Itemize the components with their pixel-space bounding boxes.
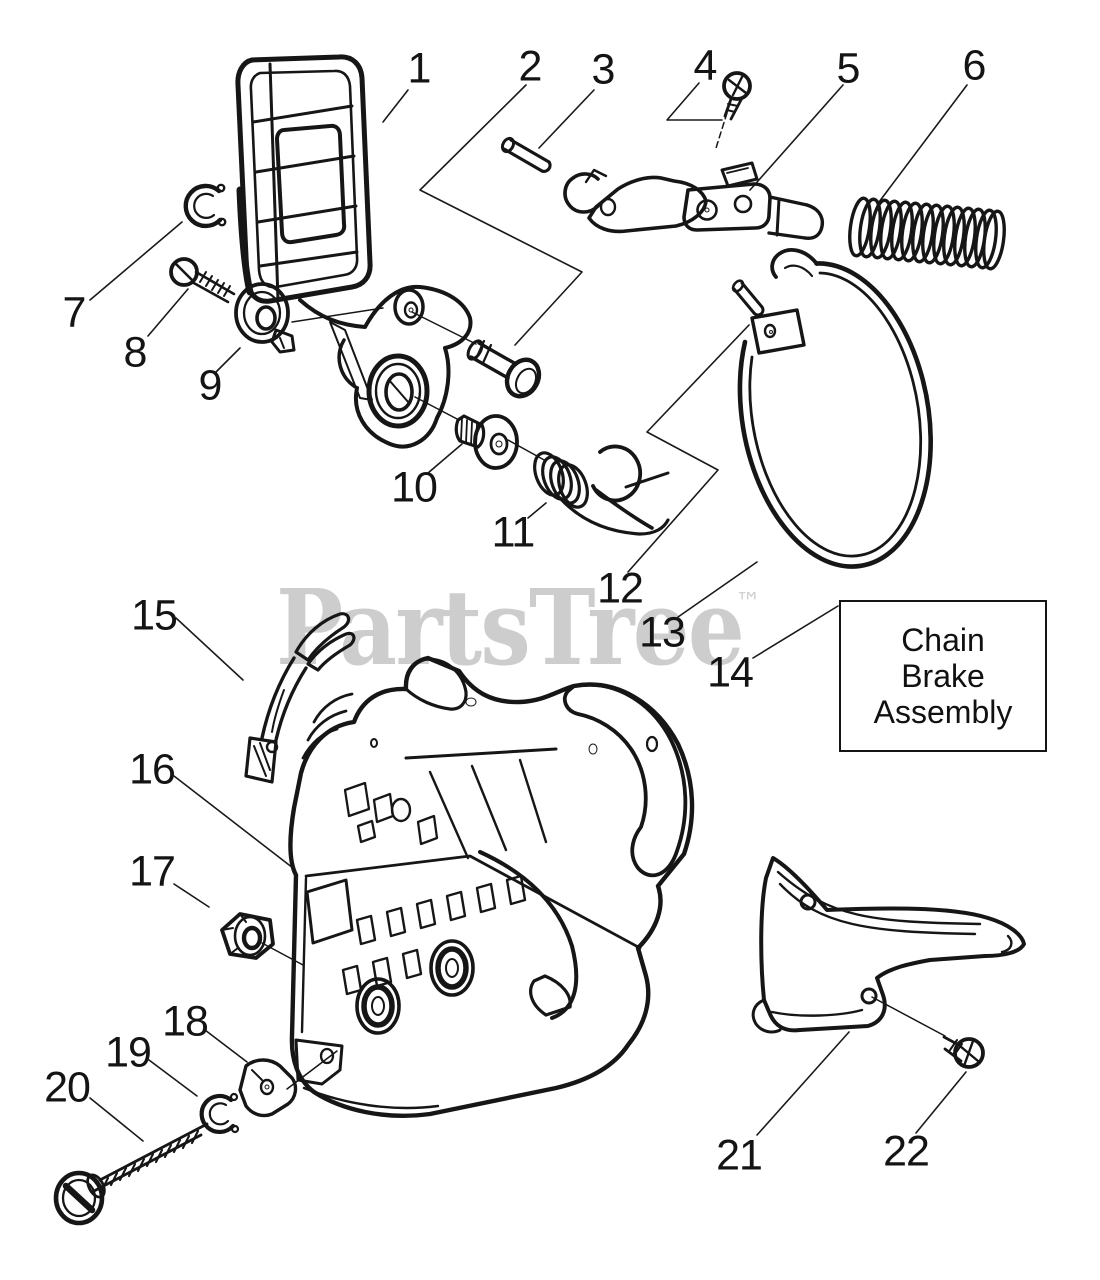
- screw-part-8: [169, 257, 236, 304]
- bar-nut-part-17: [220, 912, 275, 960]
- callout-1: 1: [407, 44, 432, 93]
- callout-13: 13: [639, 608, 686, 657]
- callout-14: 14: [707, 648, 754, 697]
- brake-lever-part-5: [563, 161, 825, 240]
- callout-leader-lines: [89, 82, 968, 1142]
- e-clip-part-7: [183, 183, 227, 229]
- brake-spring-part-6: [848, 196, 1006, 271]
- hand-guard-part-1: [235, 54, 473, 449]
- screw-part-22: [942, 1035, 985, 1069]
- callout-9: 9: [198, 361, 223, 410]
- e-clip-part-19: [199, 1092, 240, 1135]
- assembly-label-line: Chain: [901, 622, 985, 658]
- torsion-spring-part-11: [533, 444, 670, 536]
- callout-16: 16: [129, 745, 176, 794]
- pin-part-12: [731, 279, 765, 317]
- callout-5: 5: [836, 44, 861, 93]
- callout-21: 21: [716, 1131, 763, 1180]
- screw-part-4: [722, 71, 752, 121]
- partstree-watermark: PartsTree: [276, 566, 745, 689]
- callout-10: 10: [391, 463, 438, 512]
- pivot-pin-part-3: [500, 136, 552, 173]
- assembly-label-box: Chain Brake Assembly: [839, 600, 1047, 752]
- clutch-cover-part-16: [288, 655, 695, 1118]
- tensioner-pawl-part-18: [238, 1058, 298, 1118]
- callout-7: 7: [62, 288, 87, 337]
- callout-22: 22: [883, 1127, 930, 1176]
- callout-8: 8: [123, 328, 148, 377]
- assembly-label-line: Brake: [901, 658, 985, 694]
- callout-15: 15: [131, 591, 178, 640]
- callout-2: 2: [518, 42, 543, 91]
- pivot-bolt-part-2: [466, 339, 542, 399]
- bushing-washer-part-10: [454, 414, 519, 470]
- inner-guide-plate-part-21: [751, 856, 1026, 1034]
- callout-17: 17: [129, 847, 176, 896]
- callout-3: 3: [591, 45, 616, 94]
- grommet-part-9: [234, 282, 296, 354]
- tension-screw-part-20: [53, 1122, 209, 1226]
- callout-18: 18: [162, 997, 209, 1046]
- callout-19: 19: [105, 1028, 152, 1077]
- brake-band-part-13: [737, 248, 933, 569]
- callout-6: 6: [962, 41, 987, 90]
- trademark-symbol: ™: [735, 588, 761, 618]
- callout-12: 12: [597, 564, 644, 613]
- callout-4: 4: [693, 41, 718, 90]
- callout-11: 11: [491, 508, 536, 557]
- callout-20: 20: [44, 1063, 91, 1112]
- assembly-label-line: Assembly: [873, 694, 1013, 730]
- brake-latch-part-15: [244, 612, 356, 784]
